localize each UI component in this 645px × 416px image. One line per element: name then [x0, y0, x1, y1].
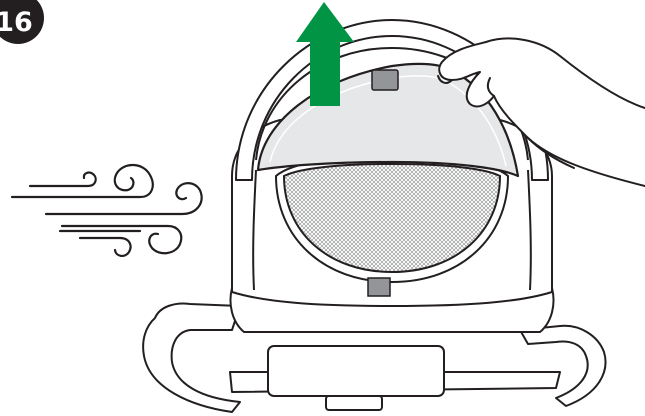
step-badge: 16 — [0, 0, 44, 44]
wind-swirl-icon — [12, 165, 202, 256]
bottom-tab — [368, 278, 390, 296]
top-tab — [372, 70, 398, 90]
step-number: 16 — [0, 7, 33, 38]
